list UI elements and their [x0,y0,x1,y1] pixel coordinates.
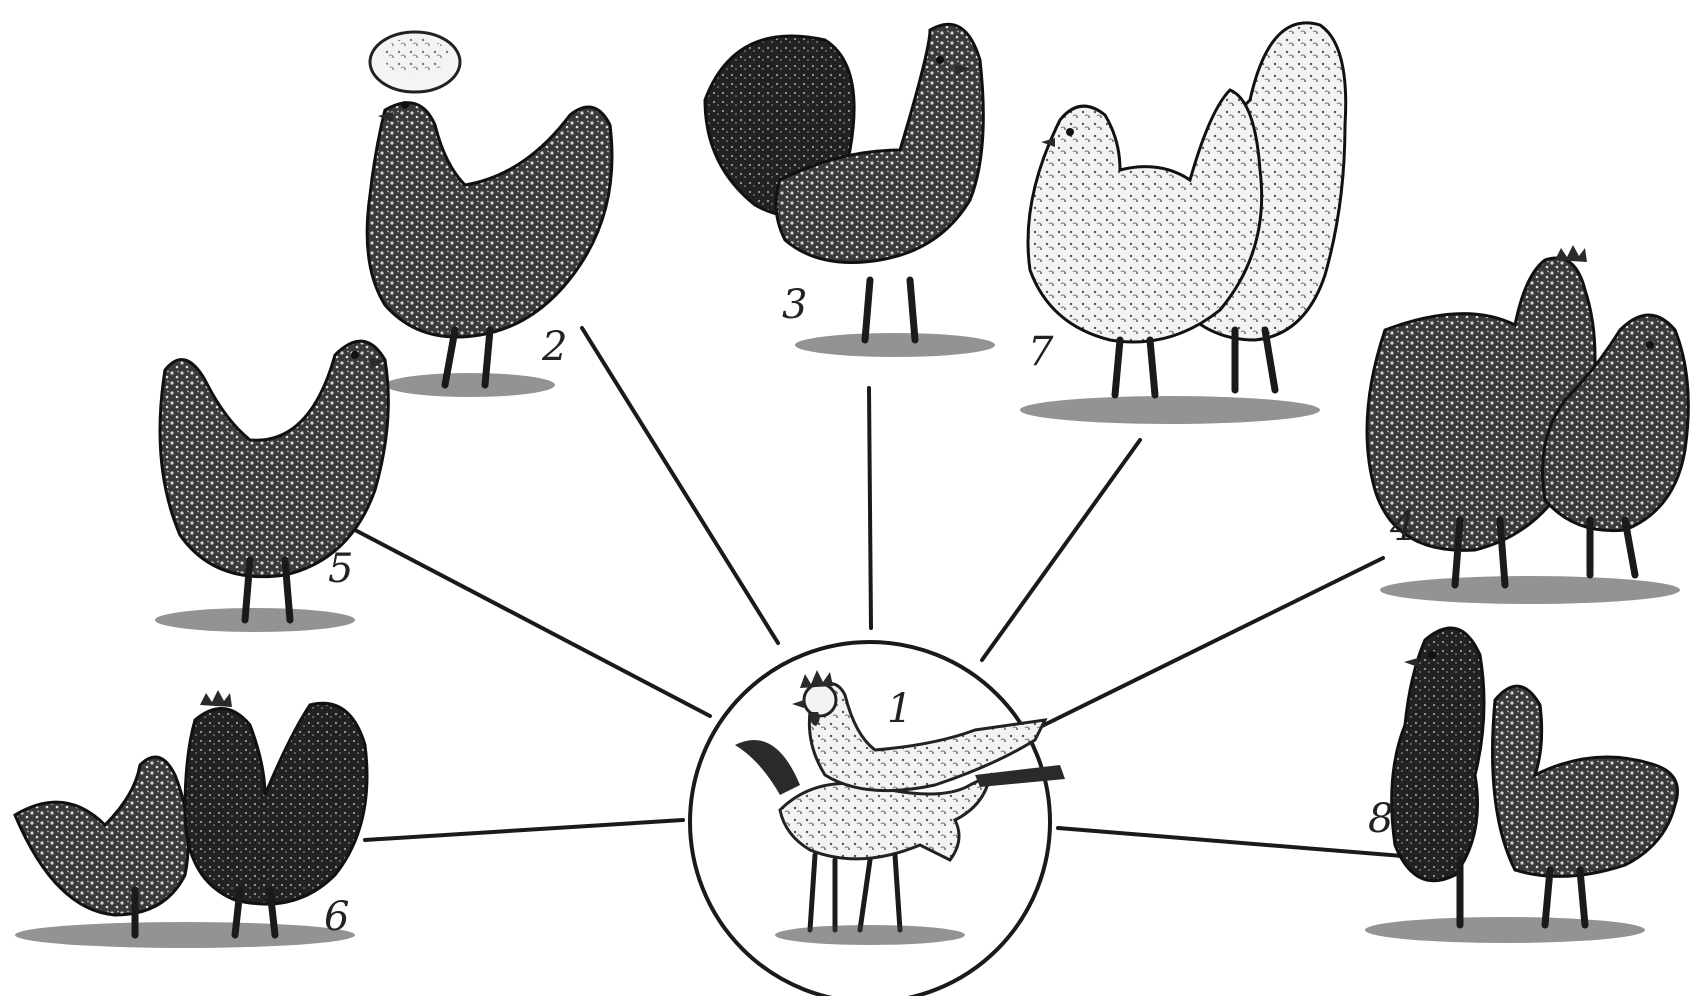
line-to-8 [1058,828,1402,856]
line-to-2 [582,328,778,643]
line-to-7 [982,440,1140,660]
label-6: 6 [324,894,349,940]
label-1: 1 [887,686,912,732]
label-7: 7 [1028,329,1054,375]
breed-2-illustration: 2 [367,32,612,397]
breed-6-illustration: 6 [15,690,367,948]
label-8: 8 [1368,796,1393,842]
label-5: 5 [328,546,353,592]
breed-3-illustration: 3 [705,24,995,357]
breed-8-illustration: 8 [1365,628,1678,943]
label-4: 4 [1389,504,1415,550]
center-node: 1 [690,642,1065,996]
line-to-3 [869,388,871,628]
line-to-4 [1040,558,1383,727]
breed-5-illustration: 5 [155,341,388,632]
label-3: 3 [782,282,807,328]
line-to-6 [365,820,683,840]
line-to-5 [355,530,710,716]
label-2: 2 [541,324,567,370]
breed-7-illustration: 7 [1020,23,1346,424]
breed-4-illustration: 4 [1367,245,1688,604]
